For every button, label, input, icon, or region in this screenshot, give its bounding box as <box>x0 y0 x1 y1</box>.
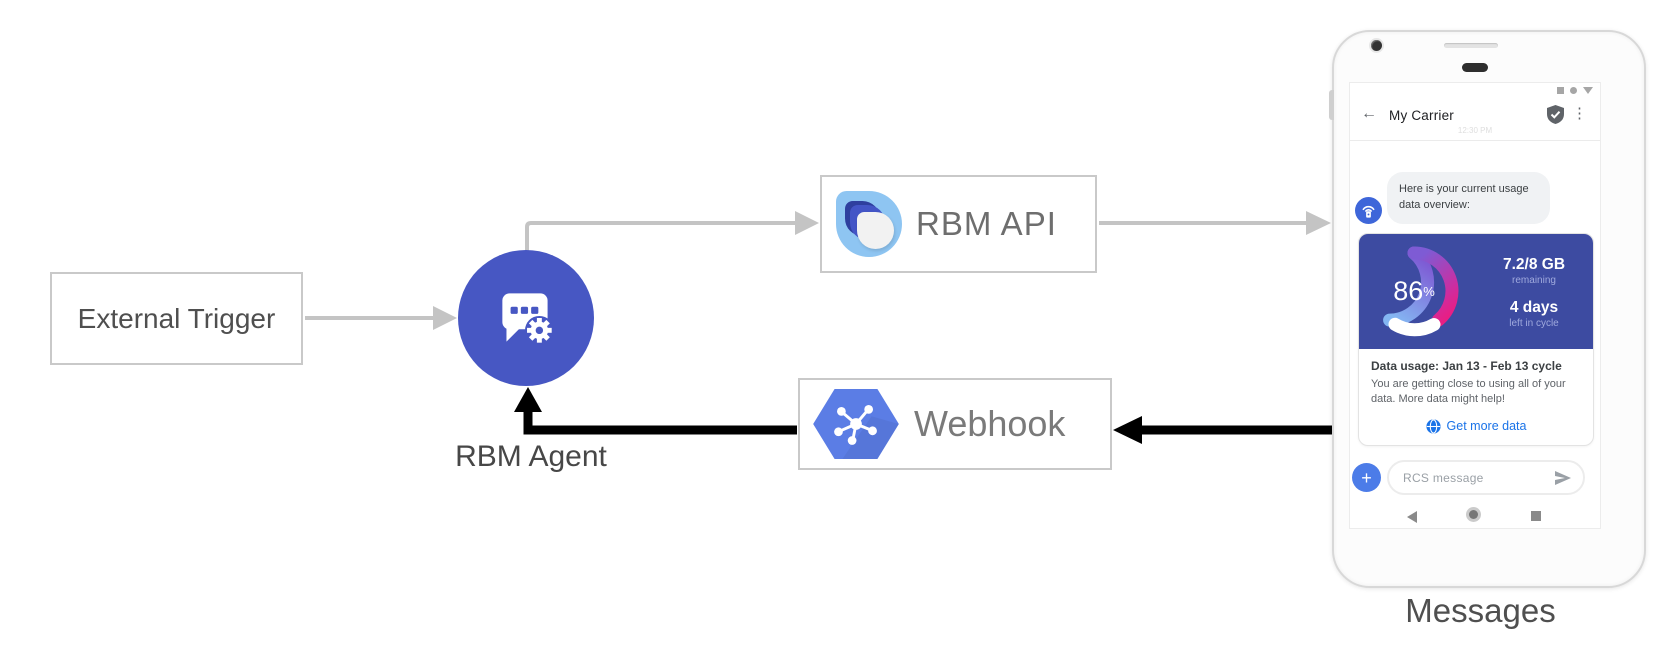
remaining-value: 7.2/8 GB <box>1502 256 1566 273</box>
phone-side-button <box>1329 90 1334 120</box>
usage-rich-card: 86% 7.2/8 GB remaining 4 days left in cy… <box>1358 233 1594 446</box>
back-arrow-icon[interactable]: ← <box>1361 105 1377 122</box>
globe-icon <box>1425 419 1441 434</box>
usage-card-media: 86% 7.2/8 GB remaining 4 days left in cy… <box>1359 234 1593 349</box>
phone-camera <box>1371 40 1382 51</box>
arrow-phone-to-webhook <box>1113 416 1334 444</box>
chat-gear-icon <box>502 293 554 345</box>
nav-home-button[interactable] <box>1469 510 1478 519</box>
overflow-menu-icon[interactable]: ⋮ <box>1572 105 1587 122</box>
arrow-agent-to-rbm-api <box>525 211 819 254</box>
webhook-hexagon-icon <box>813 388 899 460</box>
rbm-api-logo-icon <box>836 191 902 257</box>
phone-mockup: ← My Carrier ⋮ 12:30 PM <box>1329 30 1646 588</box>
status-signal-icon <box>1557 87 1564 94</box>
send-icon[interactable] <box>1554 470 1572 486</box>
usage-stats: 7.2/8 GB remaining 4 days left in cycle <box>1479 234 1589 349</box>
usage-percent: 86% <box>1393 275 1435 306</box>
external-trigger-label: External Trigger <box>77 302 276 334</box>
phone-speaker-slot <box>1444 43 1498 48</box>
messages-caption: Messages <box>1405 592 1556 629</box>
status-battery-icon <box>1583 87 1593 94</box>
nav-back-button[interactable] <box>1407 511 1417 523</box>
get-more-data-label: Get more data <box>1446 419 1527 434</box>
conversation-title: My Carrier <box>1389 108 1454 123</box>
verified-shield-icon <box>1547 105 1564 129</box>
conversation-header: ← My Carrier ⋮ <box>1350 103 1600 131</box>
conversation-timestamp: 12:30 PM <box>1457 126 1493 135</box>
message-composer <box>1387 460 1585 495</box>
remaining-label: remaining <box>1512 275 1556 286</box>
nav-recents-button[interactable] <box>1531 511 1541 521</box>
usage-card-title: Data usage: Jan 13 - Feb 13 cycle <box>1371 359 1562 373</box>
arrow-external-trigger-to-agent <box>305 306 457 330</box>
antenna-icon <box>1362 205 1375 218</box>
header-divider <box>1350 140 1600 141</box>
rbm-agent-label: RBM Agent <box>455 440 607 473</box>
status-wifi-icon <box>1570 87 1577 94</box>
phone-screen: ← My Carrier ⋮ 12:30 PM <box>1349 82 1601 529</box>
rbm-api-node: RBM API <box>820 175 1097 273</box>
get-more-data-button[interactable]: Get more data <box>1371 419 1581 434</box>
agent-message-bubble: Here is your current usage data overview… <box>1387 172 1550 224</box>
rbm-api-label: RBM API <box>916 205 1057 242</box>
rcs-message-input[interactable] <box>1403 470 1554 485</box>
days-label: left in cycle <box>1509 318 1559 329</box>
attach-plus-button[interactable]: + <box>1352 463 1381 492</box>
usage-card-text: You are getting close to using all of yo… <box>1371 378 1566 406</box>
rbm-agent-node <box>458 250 594 386</box>
external-trigger-node: External Trigger <box>50 272 303 365</box>
phone-earpiece <box>1462 63 1488 72</box>
usage-card-body: Data usage: Jan 13 - Feb 13 cycle You ar… <box>1359 349 1593 445</box>
status-bar <box>1557 87 1593 94</box>
arrow-rbm-api-to-phone <box>1099 211 1331 235</box>
days-value: 4 days <box>1509 299 1559 316</box>
arrow-webhook-to-agent <box>514 387 797 435</box>
usage-gauge <box>1383 246 1459 337</box>
agent-avatar <box>1355 197 1382 224</box>
webhook-label: Webhook <box>914 403 1066 444</box>
webhook-node: Webhook <box>798 378 1112 470</box>
